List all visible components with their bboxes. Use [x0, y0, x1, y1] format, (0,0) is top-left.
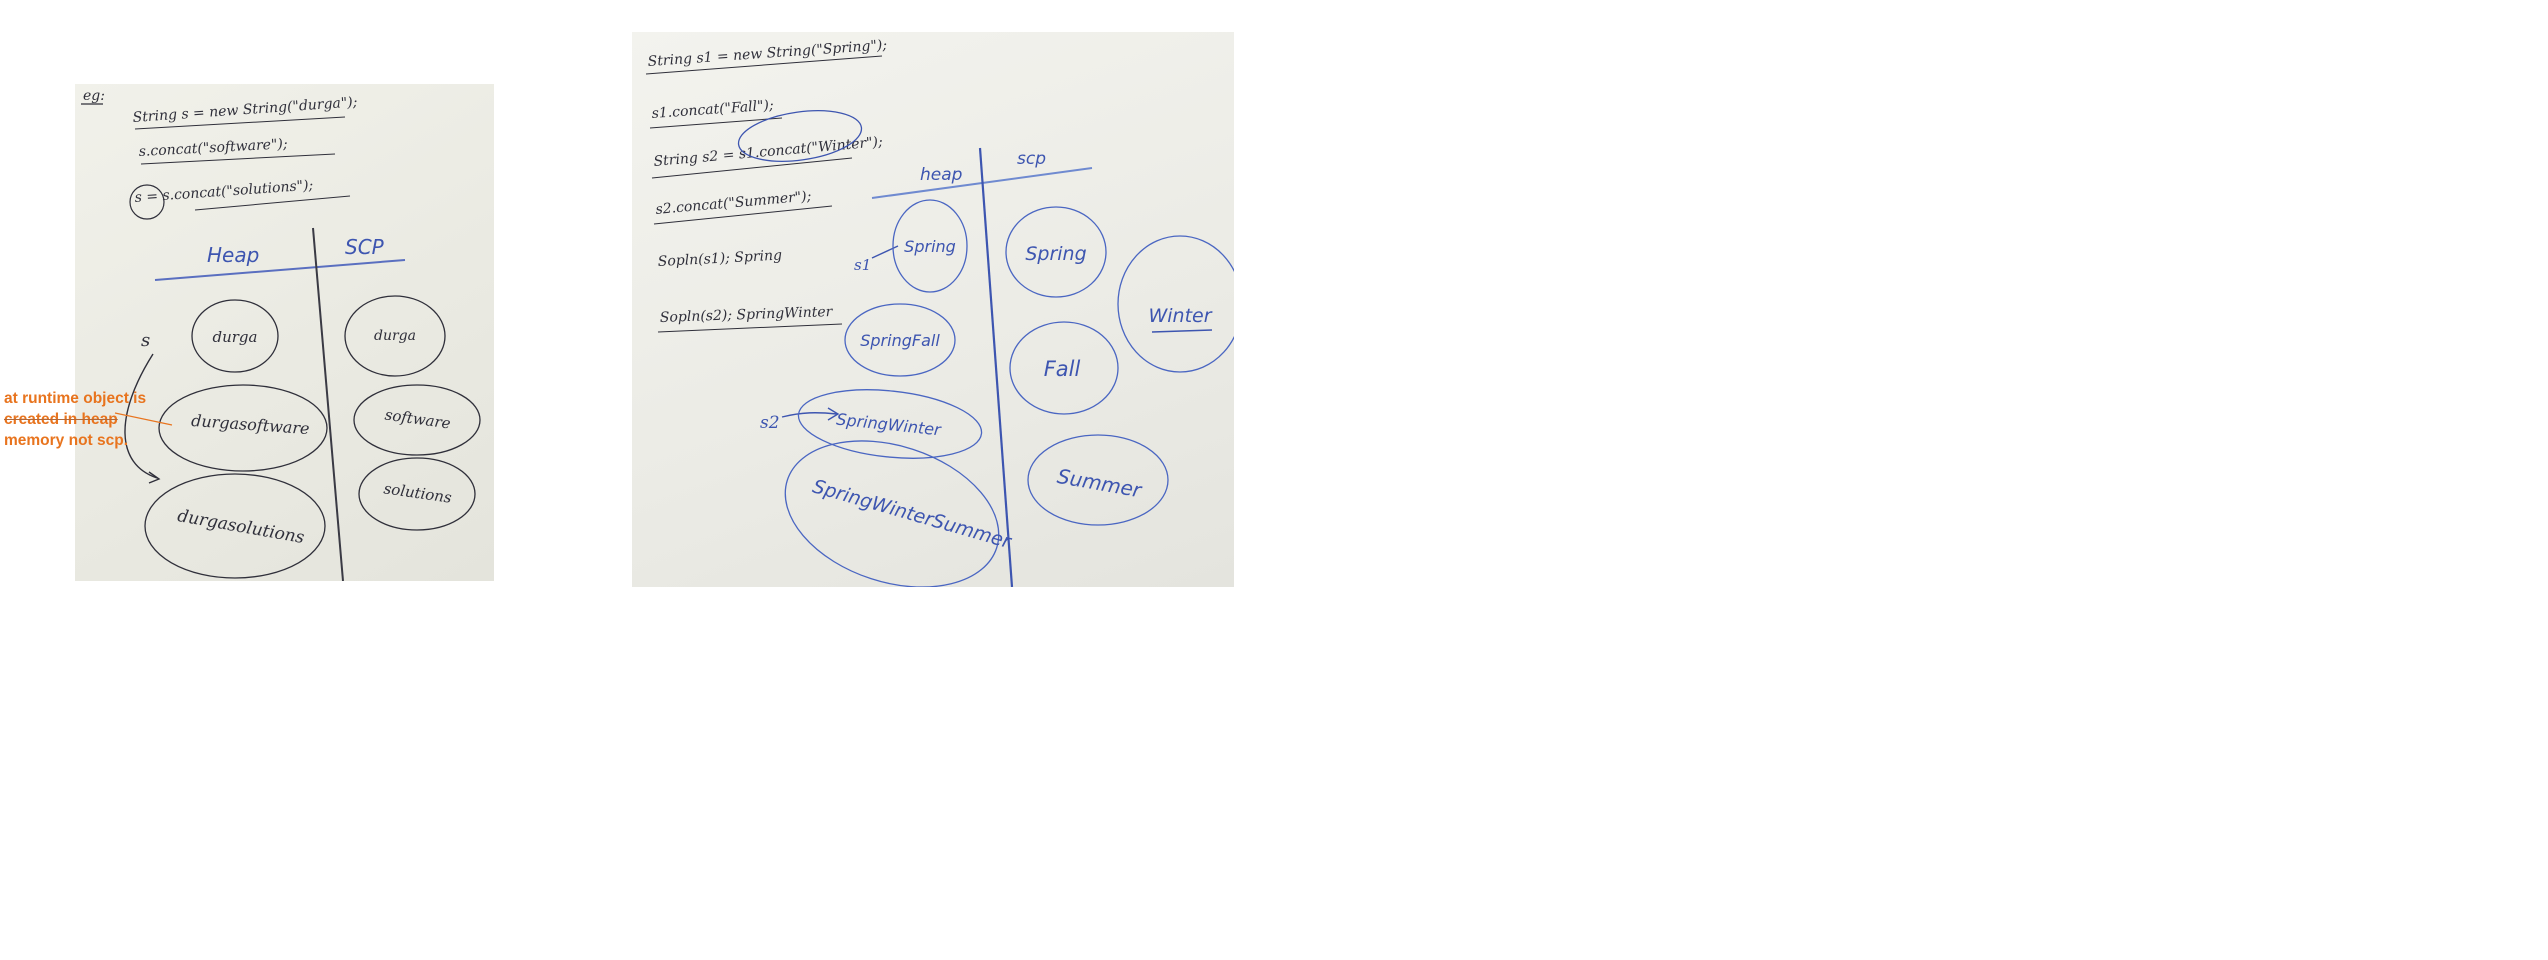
underline: [194, 195, 351, 211]
code-line: String s = new String("durga");: [132, 94, 358, 126]
arrow-head: [148, 471, 161, 484]
scp-object-label: Spring: [1025, 243, 1086, 265]
scp-object-label: durga: [374, 328, 416, 344]
column-divider: [978, 147, 1014, 587]
reference-label: s2: [760, 413, 780, 433]
code-line: String s2 = s1.concat("Winter");: [653, 134, 883, 170]
reference-arrow: [781, 412, 838, 418]
annotation-line: created in heap: [4, 411, 118, 428]
scp-header: scp: [1017, 149, 1046, 169]
scp-object-label: Summer: [1055, 464, 1144, 503]
heap-object-ellipse: [844, 303, 956, 377]
heap-object-label: Spring: [904, 237, 956, 256]
underline: [649, 117, 783, 129]
heap-object-label: durga: [213, 328, 258, 346]
scp-object-ellipse: [1009, 321, 1119, 415]
whiteboard-2-drawing: String s1 = new String("Spring"); s1.con…: [645, 37, 1234, 587]
code-line: eg:: [83, 88, 105, 104]
heap-object-label: SpringWinter: [836, 410, 944, 440]
underline: [657, 323, 843, 333]
heap-object-ellipse: [158, 384, 328, 472]
arrow-head: [827, 407, 840, 421]
scp-object-ellipse: [1027, 434, 1169, 526]
code-line: s1.concat("Fall");: [651, 98, 774, 122]
heap-header: Heap: [207, 243, 259, 267]
underline: [651, 157, 853, 179]
heap-object-label: durgasolutions: [176, 506, 306, 548]
underline: [140, 153, 336, 165]
heap-object-ellipse: [797, 389, 983, 459]
reference-arrow: [124, 353, 158, 479]
heap-object-label: durgasoftware: [191, 411, 311, 438]
scp-object-label: Fall: [1044, 357, 1081, 381]
whiteboard-1-drawing: eg: String s = new String("durga"); s.co…: [81, 88, 481, 581]
heap-header: heap: [920, 165, 963, 185]
heap-object-label: SpringFall: [860, 331, 940, 350]
column-divider: [312, 227, 344, 581]
scp-object-ellipse: [1005, 206, 1107, 298]
heap-object-ellipse: [144, 473, 326, 579]
code-line: Sopln(s1); Spring: [657, 248, 782, 270]
underline: [134, 116, 346, 130]
underline: [653, 205, 833, 225]
scp-header: SCP: [345, 235, 385, 259]
heap-object-ellipse: [784, 440, 1000, 587]
code-line: s.concat("software");: [138, 136, 288, 160]
header-divider: [154, 259, 406, 281]
heap-object-ellipse: [191, 299, 279, 373]
reference-label: s: [141, 330, 150, 351]
annotation-line: at runtime object is: [4, 390, 147, 407]
underline: [1151, 329, 1213, 333]
heap-object-ellipse: [892, 199, 968, 293]
whiteboard-photo-2: String s1 = new String("Spring"); s1.con…: [632, 32, 1234, 587]
scp-object-ellipse: [358, 457, 476, 531]
reference-label: s1: [854, 256, 871, 274]
scp-object-ellipse: [1117, 235, 1234, 373]
heap-object-label: SpringWinterSummer: [810, 475, 1014, 553]
code-line: Sopln(s2); SpringWinter: [660, 304, 834, 326]
code-line: s2.concat("Summer");: [655, 188, 812, 218]
scp-object-label: solutions: [383, 479, 454, 506]
scp-object-ellipse: [353, 384, 481, 456]
whiteboard-photo-1: eg: String s = new String("durga"); s.co…: [75, 84, 494, 581]
highlight-circle: [129, 184, 165, 220]
annotation-callout: at runtime object is created in heap mem…: [4, 388, 166, 451]
scp-object-ellipse: [344, 295, 446, 377]
scp-object-label: software: [384, 406, 452, 433]
annotation-line: memory not scp.: [4, 432, 129, 449]
underline: [645, 55, 883, 75]
highlight-ellipse: [737, 110, 863, 162]
scp-object-label: Winter: [1148, 305, 1212, 327]
